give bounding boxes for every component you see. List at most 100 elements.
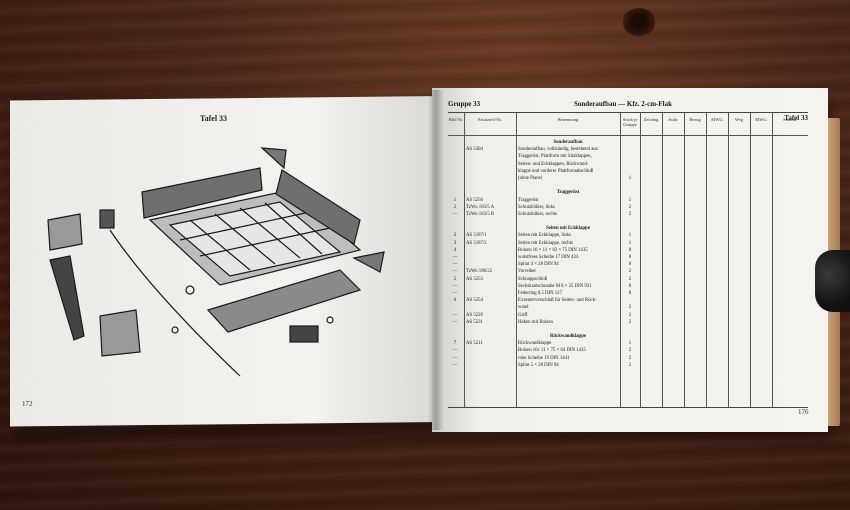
cell-en: AS 5226 [466,312,483,318]
cell-en: AS 5187/2 [466,240,487,246]
cell-bz: Traggerüst, Plattform mit Sitzklappen, [518,154,592,160]
cell-bz: Sechskantschraube M 8 × 25 DIN 931 [518,283,592,289]
table-row: klappe und vorderer Plattformabschluß [448,168,808,175]
col-header: Auftr [668,117,678,122]
cell-bz: wulstfrees Scheibe 17 DIN 433 [518,255,579,260]
cell-st: 2 [628,204,632,210]
rear-wall-panel [141,167,263,219]
table-row [448,218,808,225]
cell-bz: Federring 8,5 DIN 127 [518,290,562,296]
cell-nr: 3 [453,240,457,246]
table-row [448,326,808,333]
cell-en: AS 5211 [466,341,483,347]
table-row [448,182,808,189]
exploded-parts-drawing [47,147,385,377]
platform-grating [206,269,362,333]
col-header: Weg [734,117,744,122]
right-page-number: 176 [798,408,809,416]
cell-st: 8 [628,283,632,289]
cell-bz: Exzenterverschluß für Seiten- und Rück- [518,298,597,304]
cell-nr: — [452,290,458,296]
left-page-number: 172 [22,400,33,408]
cell-nr: — [452,362,458,368]
cell-st: 1 [628,341,632,347]
cell-nr: — [452,348,458,354]
cell-bz: (ohne Plane) [518,175,543,181]
cell-nr: 4 [453,247,457,253]
cell-st: 2 [628,211,632,217]
cell-st: 1 [628,197,632,203]
cell-st: 8 [628,290,632,296]
col-header: Ersatzteil-Nr. [477,117,503,122]
cell-nr: — [452,283,458,289]
cell-bz: Rückwandklappe [550,334,586,340]
col-header: Benennung [557,117,579,122]
cell-st: 2 [628,362,632,368]
cell-bz: Vorreiber [518,269,537,275]
section-heading-row: Sonderaufbau [448,139,808,146]
cell-bz: Rückwandklappe [518,341,552,347]
corner-flap [260,147,287,170]
parts-table: Bild Nr. Ersatzteil-Nr. Benennung Stück … [448,112,808,408]
cell-nr: — [452,262,458,268]
col-header: MWG [711,117,723,122]
cell-en: AS 5253 [466,276,483,282]
cell-bz: wand [518,305,529,311]
col-header: Summe [783,117,797,122]
cell-bz: Bolzen 16c 11 × 75 × 64 DIN 1435 [518,348,586,354]
table-row: — Splint 4 × 28 DIN 94 8 [448,261,808,268]
right-page [432,88,828,432]
table-row: AS 5304 Sonderaufbau, vollständig, besteh… [448,146,808,153]
cell-bz: Traggerüst [556,190,580,196]
section-title: Sonderaufbau — Kfz. 2-cm-Flak [574,100,672,108]
cell-nr: — [452,255,458,260]
cell-en: AS 5304 [466,147,483,153]
cell-st: 2 [628,305,632,311]
cell-bz: Seiten mit Eckklappe, links [518,233,571,239]
cell-bz: Schutzbühler, rechts [518,211,557,217]
cell-st: 2 [628,319,632,325]
cell-nr: — [452,319,458,325]
parts-list-header: Gruppe 33 Sonderaufbau — Kfz. 2-cm-Flak … [448,100,808,122]
table-row: wand 2 [448,304,808,311]
left-page-heading: Tafel 33 [200,114,228,123]
table-row: 6 AS 5254 Exzenterverschluß für Seiten- un… [448,297,808,304]
table-row: Seiten- und Eckklappen, Rückwand- [448,161,808,168]
cell-nr: 6 [453,298,457,304]
cell-bz: klappe und vorderer Plattformabschluß [518,168,593,174]
cell-en: AS 5254 [466,298,483,304]
cell-bz: Schutzbühler, links [518,204,555,210]
section-heading-row: Traggerüst [448,189,808,196]
cell-en: TzWo 183/5 A [466,204,495,210]
cell-nr: 1 [453,197,457,203]
table-label: Tafel 33 [784,114,808,122]
cell-bz: Splint 5 × 28 DIN 94 [518,362,559,368]
section-heading-row: Rückwandklappe [448,333,808,340]
cell-bz: Seiten mit Eckklappe [546,226,590,232]
cell-bz: Schnappschloß [518,276,548,282]
cell-st: 1 [628,240,632,246]
col-header: Stück je Gruppe [622,117,638,127]
cell-st: 8 [628,262,632,268]
cell-st: 8 [628,247,632,253]
cell-bz: Splint 4 × 28 DIN 94 [518,262,559,268]
cell-st: 2 [628,355,632,361]
table-row: — Splint 5 × 28 DIN 94 2 [448,362,808,369]
cell-en: AS 5231 [466,319,483,325]
cell-bz: Sonderaufbau, vollständig, bestehend aus… [518,147,599,153]
cell-bz: Seiten mit Eckklappe, rechts [518,240,573,246]
cell-bz: Traggerüst [518,197,539,203]
cell-nr: — [452,269,458,275]
col-header: Zeichng [643,117,659,122]
cell-nr: 5 [453,276,457,282]
